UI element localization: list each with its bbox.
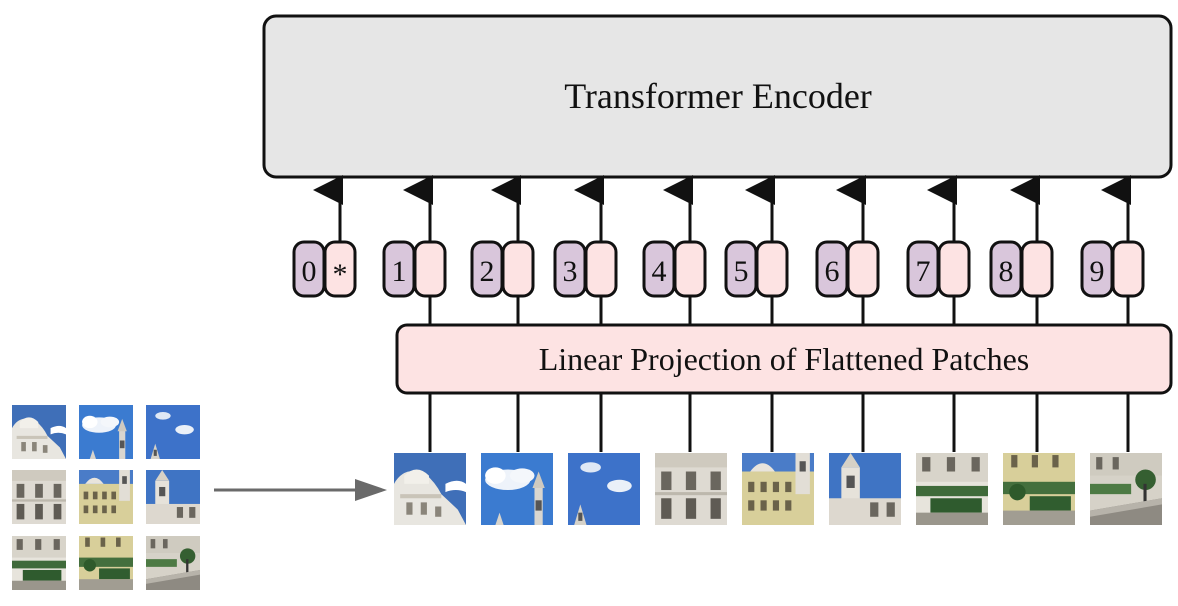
grid-patch-5 — [79, 470, 133, 524]
token-labels: 0 * 1 2 3 4 5 6 7 8 9 — [302, 255, 1105, 291]
linear-projection-label: Linear Projection of Flattened Patches — [539, 341, 1030, 377]
grid-patch-1 — [12, 405, 66, 459]
flattened-patch-sequence — [394, 453, 1162, 525]
grid-patch-3 — [146, 405, 200, 459]
token-5 — [724, 240, 789, 298]
flatten-arrow — [214, 479, 387, 501]
patch-image-7 — [916, 453, 988, 525]
grid-patch-2 — [79, 405, 133, 459]
patch-image-1 — [394, 453, 466, 525]
token-index-label: 2 — [480, 255, 495, 288]
patch-image-8 — [1003, 453, 1075, 525]
patch-embedding-5 — [755, 240, 789, 298]
linear-projection-block: Linear Projection of Flattened Patches — [395, 323, 1173, 395]
patch-to-projection-lines — [428, 393, 1130, 452]
token-to-projection-lines — [428, 296, 1130, 326]
patch-embedding-2 — [501, 240, 535, 298]
patch-embedding-8 — [1020, 240, 1054, 298]
token-index-label: 7 — [916, 255, 931, 288]
token-embeddings — [292, 240, 1145, 298]
patch-embedding-1 — [413, 240, 447, 298]
token-index-label: 8 — [999, 255, 1014, 288]
token-index-label: 9 — [1090, 255, 1105, 288]
token-index-label: 4 — [652, 255, 667, 288]
grid-patch-7 — [12, 536, 66, 590]
token-index-label: 5 — [734, 255, 749, 288]
token-4 — [642, 240, 707, 298]
token-7 — [906, 240, 971, 298]
patch-embedding-3 — [584, 240, 618, 298]
patch-image-5 — [742, 453, 814, 525]
patch-embedding-6 — [846, 240, 880, 298]
grid-patch-9 — [146, 536, 200, 590]
grid-patch-4 — [12, 470, 66, 524]
patch-image-6 — [829, 453, 901, 525]
token-2 — [470, 240, 535, 298]
token-1 — [382, 240, 447, 298]
grid-patch-6 — [146, 470, 200, 524]
patch-image-9 — [1090, 453, 1162, 525]
transformer-encoder-box — [262, 14, 1173, 179]
class-token-marker: * — [333, 258, 348, 291]
patch-embedding-7 — [937, 240, 971, 298]
token-0 — [292, 240, 357, 298]
token-index-label: 3 — [563, 255, 578, 288]
linear-projection-box — [395, 323, 1173, 395]
token-index-label: 6 — [825, 255, 840, 288]
patch-embedding-4 — [673, 240, 707, 298]
image-patch-grid — [12, 405, 200, 590]
patch-image-4 — [655, 453, 727, 525]
grid-patch-8 — [79, 536, 133, 590]
token-6 — [815, 240, 880, 298]
token-to-encoder-arrows — [313, 175, 1131, 243]
transformer-encoder-label: Transformer Encoder — [564, 76, 872, 116]
patch-embedding-9 — [1111, 240, 1145, 298]
token-3 — [553, 240, 618, 298]
patch-image-2 — [481, 453, 553, 525]
token-index-label: 0 — [302, 255, 317, 288]
token-index-label: 1 — [392, 255, 407, 288]
class-embedding — [323, 240, 357, 298]
token-8 — [989, 240, 1054, 298]
patch-image-3 — [568, 453, 640, 525]
token-9 — [1080, 240, 1145, 298]
transformer-encoder-block: Transformer Encoder — [262, 14, 1173, 179]
